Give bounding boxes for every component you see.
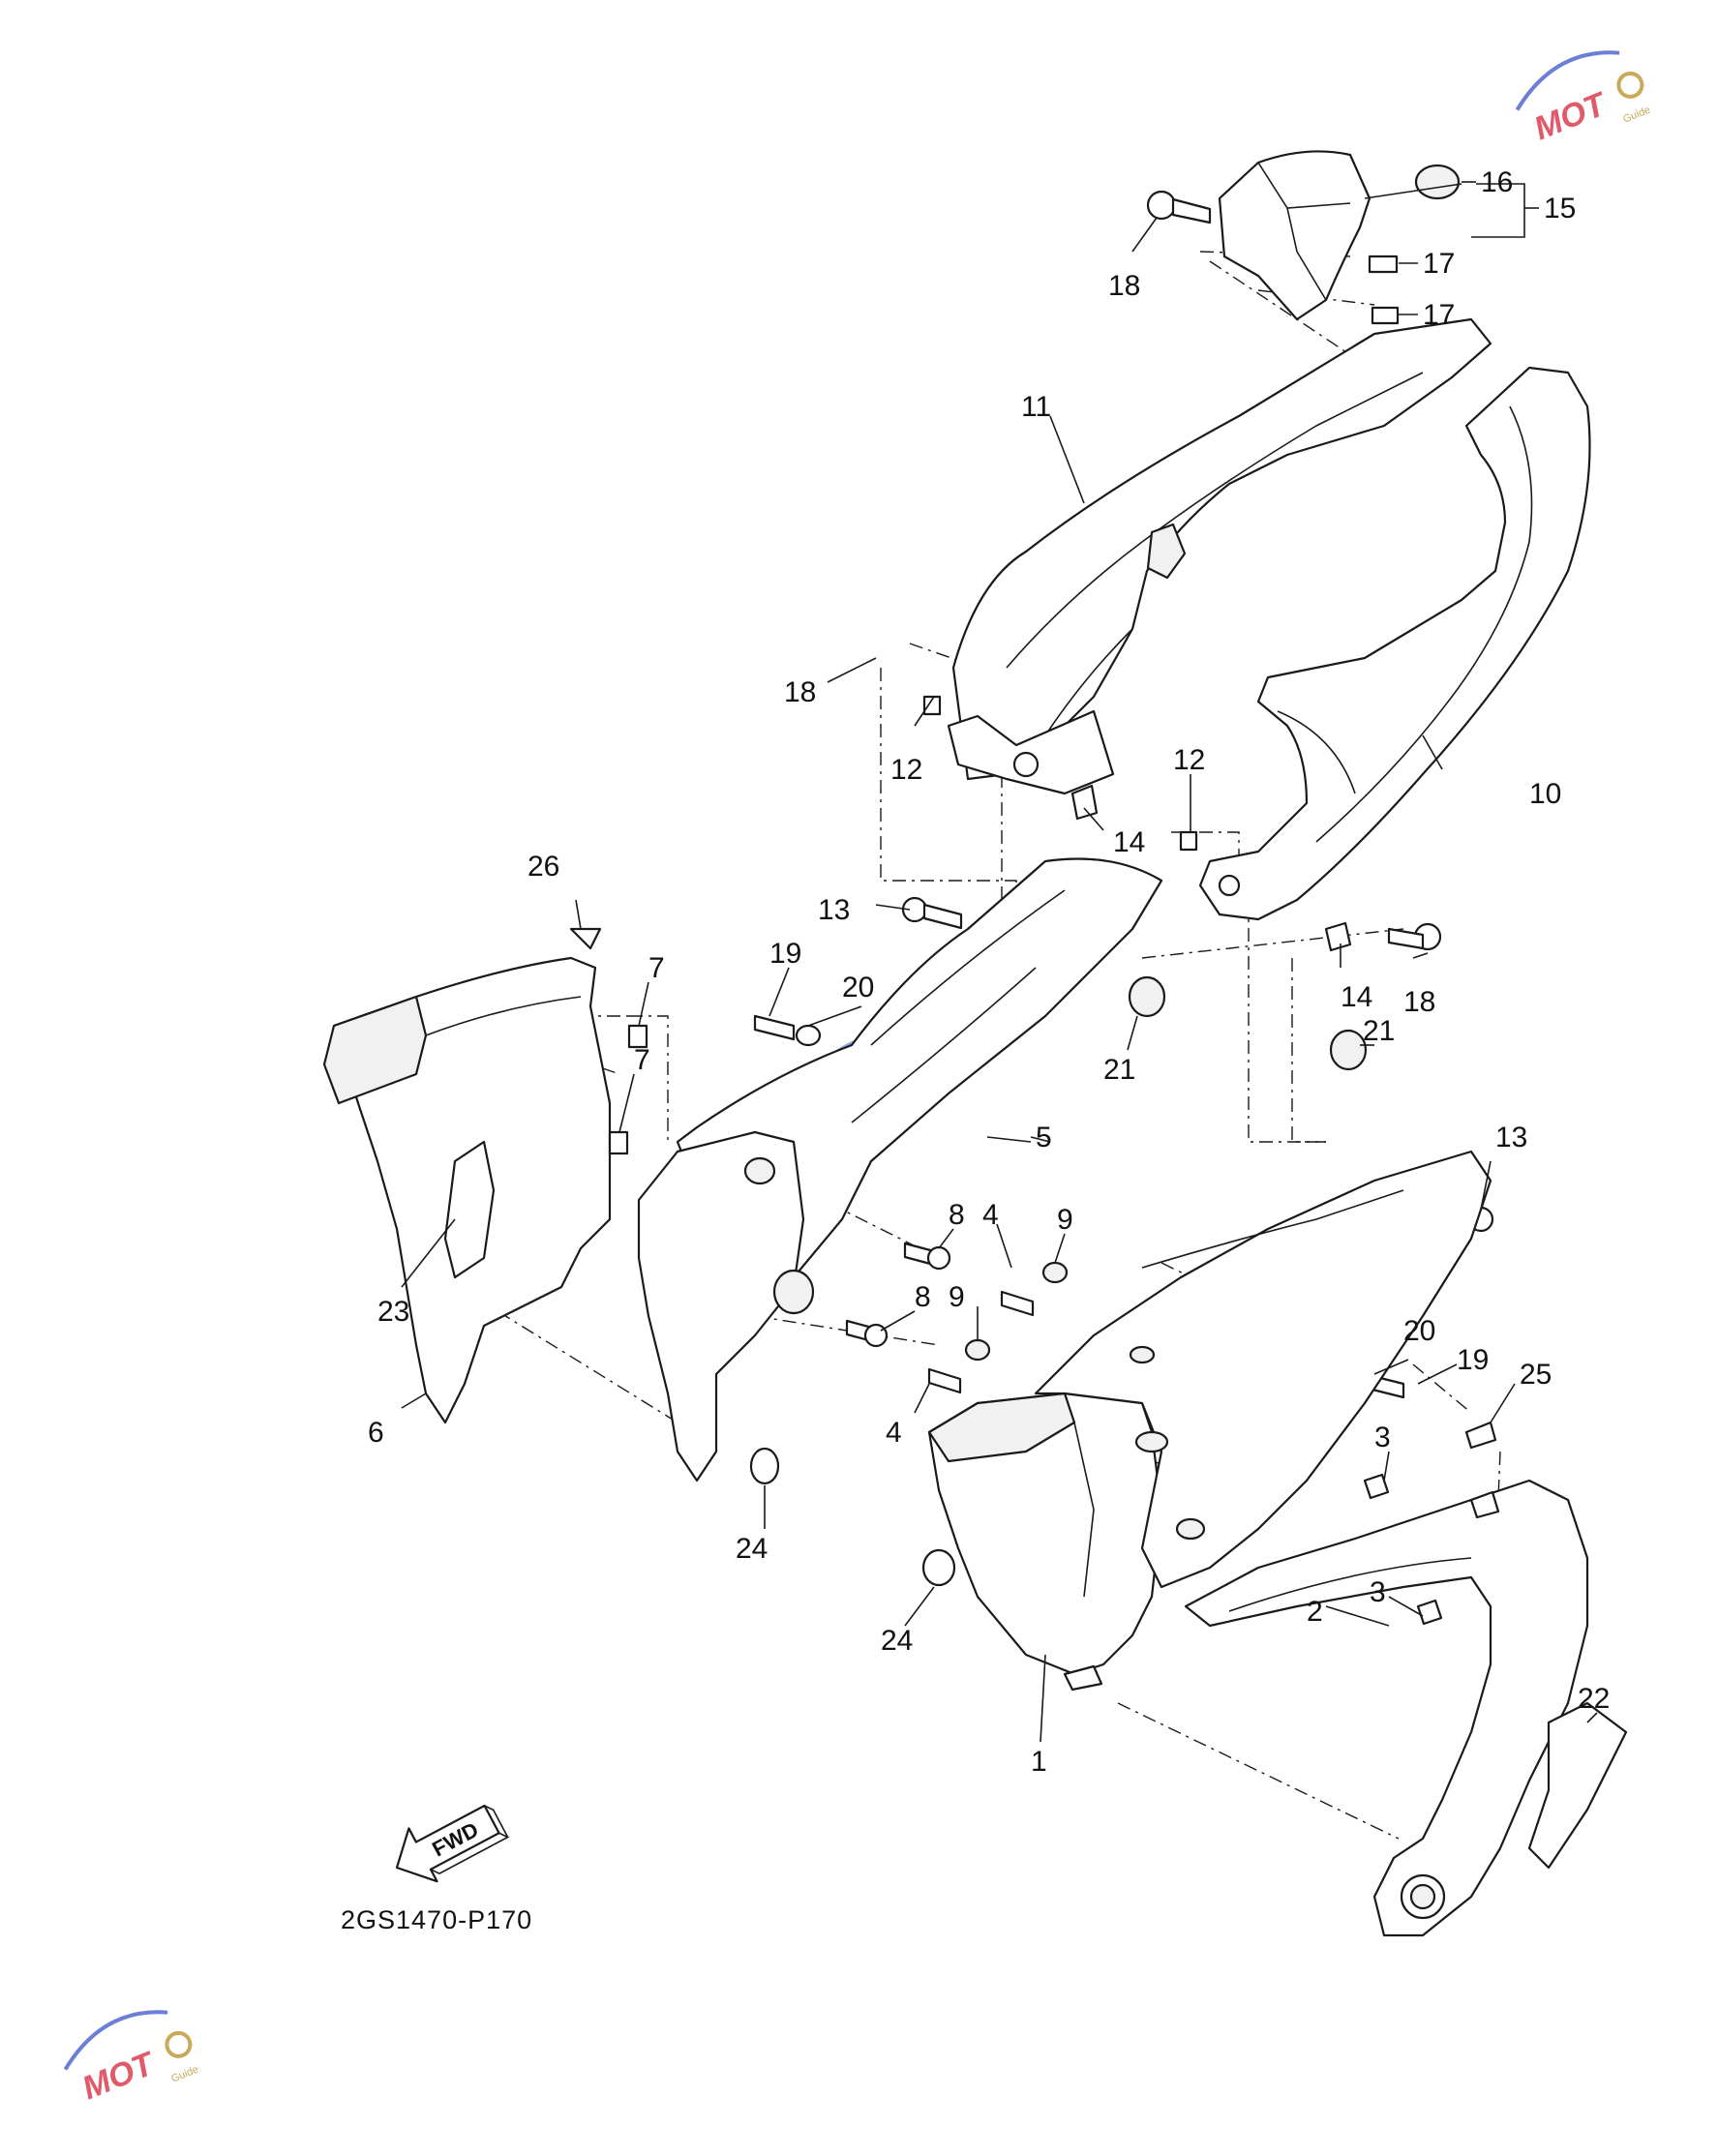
watermark-text: MOT (77, 2045, 162, 2108)
callout-3a: 3 (1374, 1422, 1391, 1453)
drawing-code: 2GS1470-P170 (341, 1905, 532, 1934)
part-26-clip (569, 927, 602, 950)
callout-7b: 7 (634, 1044, 650, 1076)
callout-6: 6 (368, 1417, 384, 1449)
watermark-logo-top: MOT Guide (1515, 50, 1652, 148)
callout-8a: 8 (949, 1199, 965, 1231)
callout-16: 16 (1481, 166, 1513, 198)
fwd-arrow: FWD (395, 1804, 510, 1883)
part-3-nuts (1363, 1473, 1443, 1626)
part-18-bolt-top (1146, 190, 1212, 225)
part-10-side-cover (1198, 366, 1591, 921)
watermark-logo-bottom: MOT Guide (63, 2010, 200, 2108)
callout-8b: 8 (915, 1281, 931, 1313)
callout-13b: 13 (1495, 1122, 1527, 1153)
callout-18a: 18 (1108, 270, 1140, 302)
part-25-top (1464, 1421, 1497, 1450)
callout-11: 11 (1021, 391, 1051, 423)
fasteners-middle (845, 1242, 1069, 1394)
callout-21a: 21 (1103, 1054, 1135, 1086)
callout-14b: 14 (1341, 981, 1372, 1013)
part-1-lower-cover (927, 1392, 1163, 1692)
callout-12b: 12 (1173, 744, 1205, 776)
callout-17a: 17 (1423, 248, 1455, 280)
callout-20a: 20 (842, 972, 874, 1003)
part-16-cap (1414, 164, 1461, 200)
callout-18c: 18 (1403, 986, 1435, 1018)
callout-22: 22 (1578, 1683, 1610, 1715)
callout-12a: 12 (890, 754, 922, 786)
part-15-tail-cover (1218, 150, 1461, 321)
callout-15: 15 (1544, 193, 1576, 225)
part-6-front-cover (322, 927, 612, 1424)
callout-18b: 18 (784, 676, 816, 708)
part-14-12 (922, 695, 1442, 952)
part-7-clips (608, 1024, 648, 1155)
callout-26: 26 (527, 851, 559, 883)
part-22-panel (1527, 1701, 1628, 1870)
callout-1: 1 (1031, 1746, 1047, 1778)
leader-lines (401, 181, 1598, 1743)
part-23-panel (443, 1140, 496, 1279)
callout-19b: 19 (1457, 1344, 1489, 1376)
watermark-subtext: Guide (169, 2064, 200, 2085)
callout-10: 10 (1529, 778, 1561, 810)
part-2-large-cover (1034, 1150, 1492, 1589)
callout-23: 23 (377, 1296, 409, 1328)
callout-3b: 3 (1370, 1576, 1386, 1608)
callout-24b: 24 (881, 1625, 913, 1657)
watermark-text: MOT (1529, 85, 1613, 148)
part-21-grommet-b (1329, 1029, 1368, 1071)
callout-17b: 17 (1423, 299, 1455, 331)
callout-14a: 14 (1113, 826, 1145, 858)
part-25-clip (1469, 1490, 1500, 1519)
callout-9a: 9 (1057, 1204, 1073, 1236)
gear-icon (165, 2030, 193, 2058)
gear-icon (1616, 71, 1644, 99)
callout-13a: 13 (818, 894, 850, 926)
callout-4a: 4 (982, 1199, 999, 1231)
part-5-lower-left (637, 1130, 815, 1482)
callout-2: 2 (1307, 1596, 1323, 1628)
part-21-grommet (1128, 975, 1166, 1018)
callout-24a: 24 (736, 1533, 768, 1565)
callout-5: 5 (1036, 1122, 1052, 1153)
watermark-subtext: Guide (1621, 105, 1652, 126)
callout-19a: 19 (769, 938, 801, 970)
callouts: 1 2 3 3 4 4 5 6 7 7 8 8 9 9 10 11 12 12 … (368, 166, 1610, 1778)
callout-9b: 9 (949, 1281, 965, 1313)
callout-7a: 7 (648, 952, 665, 984)
part-11-upper-cover (947, 317, 1492, 795)
part-24-washers (749, 1447, 956, 1587)
part-17-screws (1368, 255, 1400, 325)
callout-20b: 20 (1403, 1315, 1435, 1347)
callout-4b: 4 (886, 1417, 902, 1449)
part-2-outer-fairing (1184, 1479, 1628, 1937)
callout-25: 25 (1520, 1359, 1552, 1391)
callout-21b: 21 (1363, 1015, 1395, 1047)
